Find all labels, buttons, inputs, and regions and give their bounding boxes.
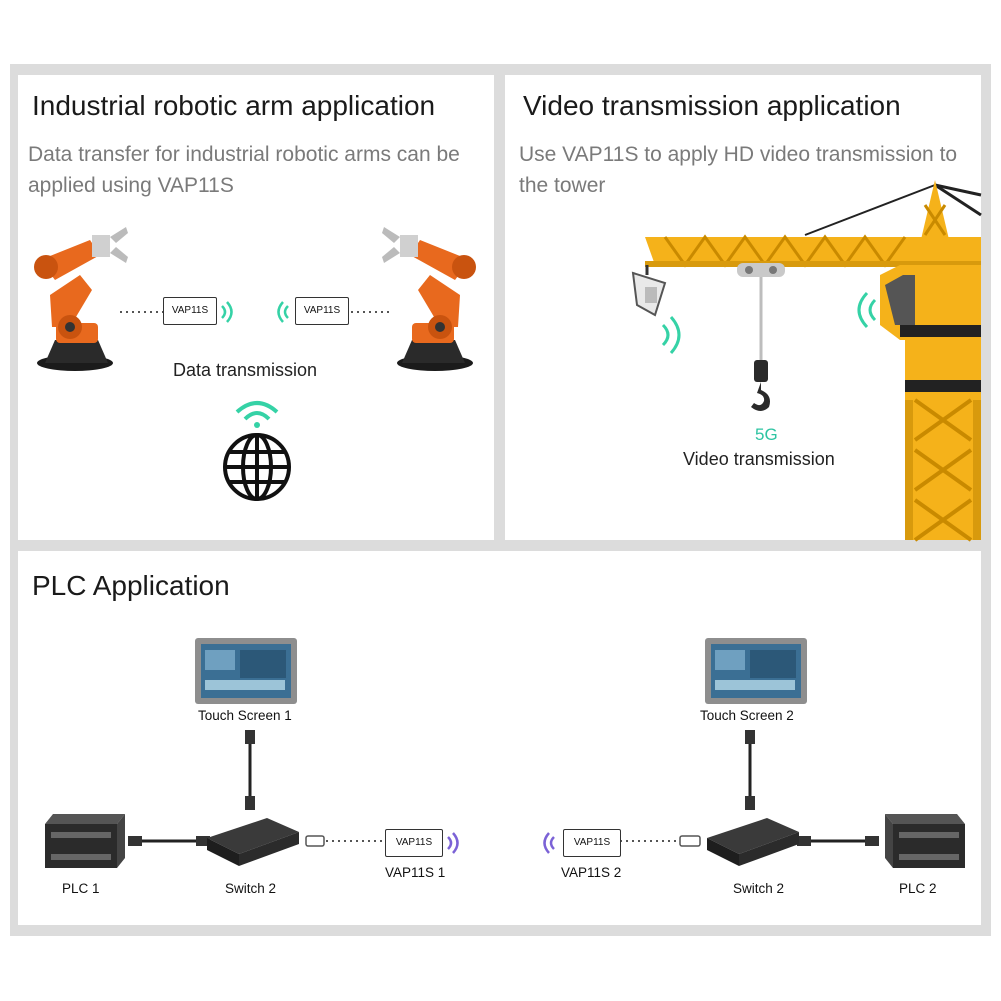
- switch-right-label: Switch 2: [733, 881, 785, 896]
- touch-screen-1-icon: [195, 638, 297, 704]
- cable-vertical-right: [745, 730, 755, 810]
- robot-right-link: [345, 311, 390, 313]
- plc-2-label: PLC 2: [899, 881, 937, 896]
- touch-screen-2-label: Touch Screen 2: [700, 708, 794, 723]
- cable-plc2-switch: [797, 836, 879, 846]
- touch-screen-1-label: Touch Screen 1: [198, 708, 292, 723]
- switch-left-label: Switch 2: [225, 881, 277, 896]
- robot-arm-left-icon: [34, 227, 128, 371]
- cable-plc1-switch: [128, 836, 210, 846]
- vap11s-plc-box-left: VAP11S: [385, 829, 443, 857]
- video-panel-description: Use VAP11S to apply HD video transmissio…: [519, 143, 958, 197]
- link-switch-vap-left: [305, 835, 385, 847]
- video-panel-title: Video transmission application: [523, 90, 901, 121]
- robot-arm-right-icon: [382, 227, 476, 371]
- robotic-caption: Data transmission: [173, 360, 318, 380]
- vap11s-plc-box-right: VAP11S: [563, 829, 621, 857]
- globe-icon: [223, 433, 291, 501]
- link-switch-vap-right: [620, 835, 701, 847]
- wifi-purple-left-icon: [543, 832, 555, 854]
- touch-screen-2-icon: [705, 638, 807, 704]
- plc-1-label: PLC 1: [62, 881, 100, 896]
- wifi-signal-left-icon: [277, 301, 289, 323]
- vap11s-1-label: VAP11S 1: [385, 865, 446, 880]
- tower-crane-icon: [631, 180, 982, 542]
- vap11s-box-left: VAP11S: [163, 297, 217, 325]
- plc-panel: [18, 551, 981, 925]
- wifi-signal-right-icon: [221, 301, 233, 323]
- cable-vertical-left: [245, 730, 255, 810]
- video-caption: Video transmission: [683, 449, 835, 469]
- 5g-badge: 5G: [755, 425, 778, 444]
- switch-right-icon: [707, 818, 799, 866]
- plc-panel-title: PLC Application: [32, 570, 230, 601]
- vap11s-box-right: VAP11S: [295, 297, 349, 325]
- switch-left-icon: [207, 818, 299, 866]
- wifi-broadcast-icon: [235, 401, 279, 428]
- vap11s-2-label: VAP11S 2: [561, 865, 622, 880]
- plc-2-icon: [885, 814, 965, 868]
- robot-left-link: [120, 311, 165, 313]
- wifi-purple-right-icon: [447, 832, 459, 854]
- robotic-panel-description: Data transfer for industrial robotic arm…: [28, 143, 460, 197]
- robotic-panel-title: Industrial robotic arm application: [32, 90, 436, 121]
- plc-1-icon: [45, 814, 125, 868]
